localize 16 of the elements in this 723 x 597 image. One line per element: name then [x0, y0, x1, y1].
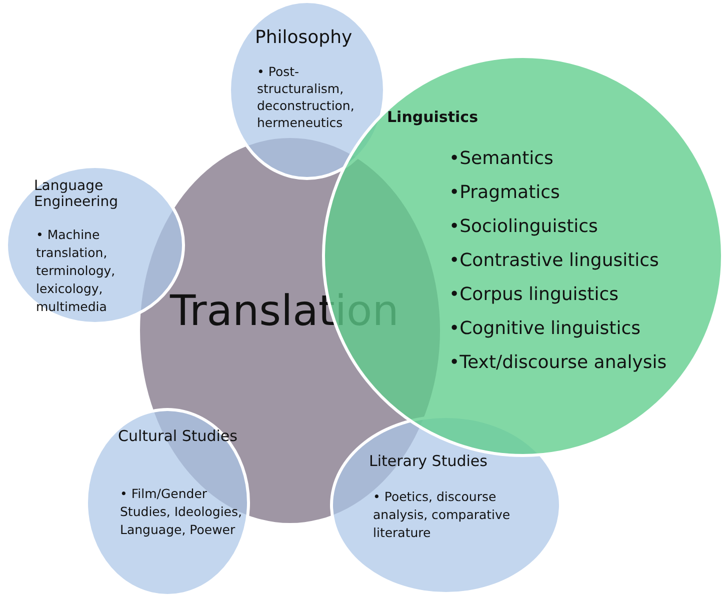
- bullet-text: •Sociolinguistics: [449, 215, 599, 239]
- heading-text: Language Engineering: [34, 178, 119, 210]
- bullet-text: •Corpus linguistics: [449, 283, 620, 307]
- bullet-text: •Pragmatics: [449, 181, 561, 205]
- heading-text: Cultural Studies: [118, 427, 238, 445]
- bullet-text: •Text/discourse analysis: [449, 351, 668, 375]
- bullet-text: •Contrastive lingusitics: [449, 249, 660, 273]
- bullet-text: • Machine translation, terminology, lexicology, multimedia: [36, 226, 116, 316]
- bullet-text: •Cognitive linguistics: [449, 317, 642, 341]
- bullet-text: • Film/Gender Studies, Ideologies, Language, Poewer: [120, 485, 243, 539]
- bullet-text: • Post-structuralism, deconstruction, hermeneutics: [257, 63, 356, 131]
- bullet-text: •Semantics: [449, 147, 554, 171]
- heading-text: Philosophy: [255, 27, 354, 48]
- bullet-text: • Poetics, discourse analysis, comparative literature: [373, 488, 512, 542]
- heading-text: Linguistics: [387, 108, 479, 126]
- heading-text: Literary Studies: [369, 452, 488, 470]
